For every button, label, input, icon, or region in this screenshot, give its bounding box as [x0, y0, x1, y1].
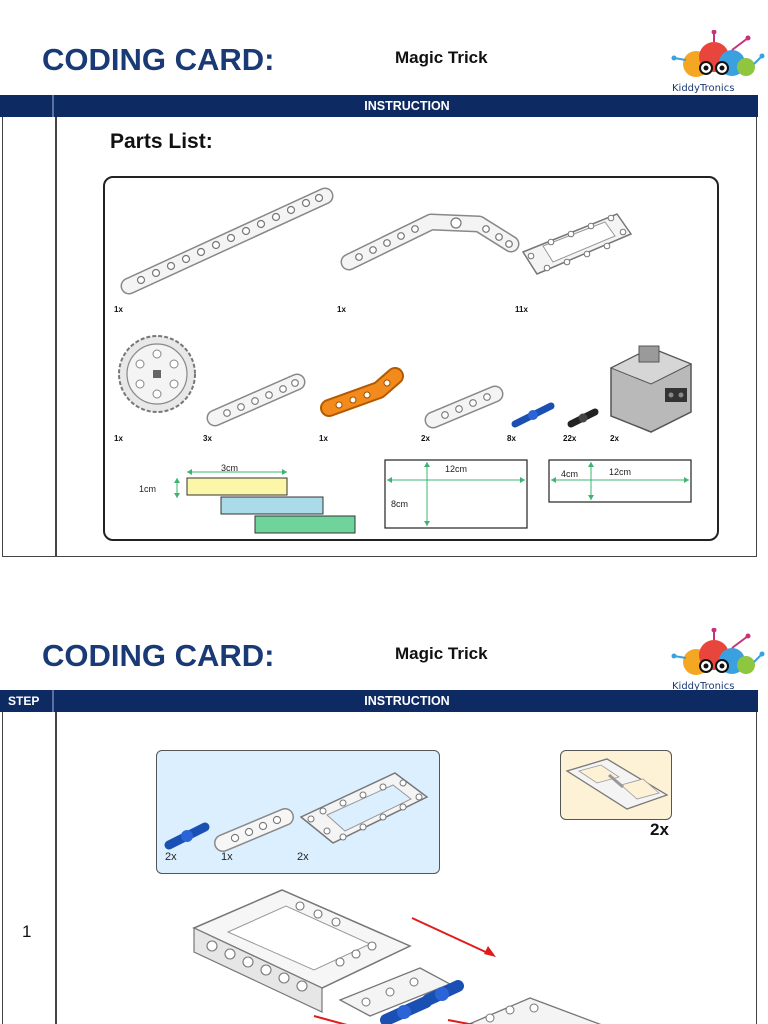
orange-angle-beam-icon: [320, 367, 404, 417]
long-beam-icon: [120, 187, 334, 295]
qty-gear: 1x: [114, 434, 123, 443]
header-divider: [52, 95, 54, 117]
card-subtitle: Magic Trick: [395, 48, 488, 67]
rectangle-12x8-diagram: [384, 459, 528, 529]
row1-parts-illustration: [120, 187, 633, 295]
cloud-logo-icon: [671, 29, 765, 77]
step1-assembly-illustration: [192, 889, 602, 1024]
step-table: [2, 712, 757, 1024]
instruction-header-label: INSTRUCTION: [364, 99, 450, 113]
panel-qty-pin: 2x: [165, 851, 177, 863]
gear-icon: [118, 335, 196, 413]
black-pin-icon: [567, 408, 599, 428]
kiddytronics-logo: KiddyTronics: [666, 29, 766, 96]
red-arrow-icon: [447, 1019, 475, 1024]
logo-wordmark: KiddyTronics: [672, 681, 735, 692]
cloud-logo-icon: [671, 627, 765, 675]
blue-pin-icon: [380, 980, 464, 1024]
rect1-height-label: 8cm: [391, 499, 409, 509]
column-separator: [55, 117, 57, 556]
required-parts-panel: 2x 1x 2x: [156, 750, 440, 874]
strip-height-label: 1cm: [139, 484, 157, 494]
qty-blue-pin: 8x: [507, 434, 516, 443]
open-frame-icon: [521, 213, 633, 275]
card-title: CODING CARD:: [42, 42, 275, 77]
logo-wordmark: KiddyTronics: [672, 83, 735, 94]
card-subtitle: Magic Trick: [395, 644, 488, 663]
step-header-bar: STEP INSTRUCTION: [0, 690, 758, 712]
parts-list-title: Parts List:: [110, 130, 213, 153]
required-parts-illustration: [164, 772, 429, 852]
qty-orange-beam: 1x: [319, 434, 328, 443]
instruction-table: [2, 117, 757, 557]
red-arrow-icon: [313, 1015, 348, 1024]
qty-small-beam: 2x: [421, 434, 430, 443]
qty-short-beam: 3x: [203, 434, 212, 443]
build-quantity: 2x: [650, 820, 669, 839]
coding-card-parts-list: CODING CARD: Magic Trick KiddyTronics IN…: [0, 29, 766, 557]
servo-motor-icon: [609, 345, 693, 433]
rect1-width-label: 12cm: [445, 464, 468, 474]
open-frame-icon: [467, 997, 602, 1024]
qty-long-beam: 1x: [114, 305, 123, 314]
instruction-header-bar: INSTRUCTION: [0, 95, 758, 117]
red-arrow-icon: [411, 917, 496, 957]
qty-bent-beam: 1x: [337, 305, 346, 314]
header-divider: [52, 690, 54, 712]
card-title: CODING CARD:: [42, 638, 275, 673]
parts-list-panel: 1x 1x 11x: [103, 176, 719, 541]
row2-parts-illustration: [118, 335, 693, 433]
strip-width-label: 3cm: [221, 463, 239, 473]
kiddytronics-logo: KiddyTronics: [666, 627, 766, 694]
panel-qty-frame: 2x: [297, 851, 309, 863]
open-frame-icon: [192, 889, 412, 1013]
blue-pin-icon: [164, 822, 210, 850]
open-frame-icon: [299, 772, 429, 844]
rectangle-12x4-diagram: [548, 459, 692, 503]
qty-frame: 11x: [515, 305, 528, 314]
double-frame-icon: [565, 758, 669, 810]
instruction-header-label: INSTRUCTION: [364, 694, 450, 708]
bent-beam-icon: [340, 213, 520, 271]
colored-strips-illustration: [174, 469, 356, 534]
step-header-label: STEP: [8, 694, 40, 708]
blue-pin-icon: [511, 402, 555, 428]
step-number: 1: [22, 922, 32, 941]
short-beam-icon: [206, 373, 306, 427]
column-separator: [55, 712, 57, 1024]
rect2-height-label: 4cm: [561, 469, 579, 479]
coding-card-step-1: CODING CARD: Magic Trick KiddyTronics ST…: [0, 624, 768, 1024]
qty-black-pin: 22x: [563, 434, 577, 443]
small-beam-icon: [214, 808, 294, 852]
build-result-panel: [560, 750, 672, 820]
rect2-width-label: 12cm: [609, 467, 632, 477]
panel-qty-beam: 1x: [221, 851, 233, 863]
qty-servo: 2x: [610, 434, 619, 443]
small-beam-icon: [424, 385, 504, 429]
